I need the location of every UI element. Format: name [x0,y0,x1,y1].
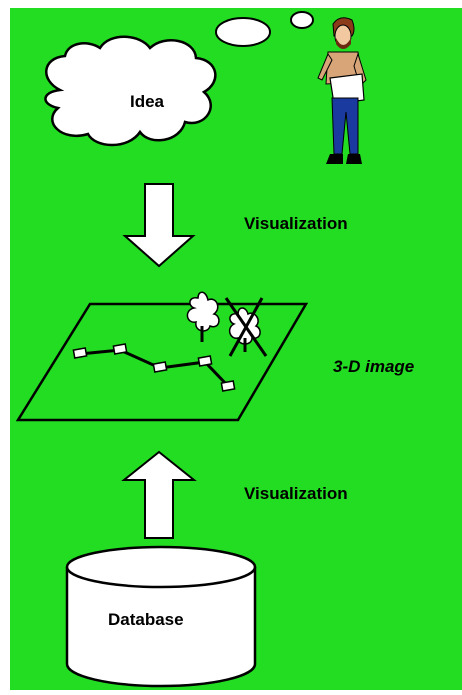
thought-bubbles [215,11,314,47]
database-label: Database [108,610,184,629]
visualization-bottom-label: Visualization [244,484,348,503]
tree-icon [186,291,220,342]
idea-label: Idea [130,92,165,111]
down-arrow-icon [122,183,196,268]
up-arrow-icon [121,450,197,539]
image-3d-label: 3-D image [333,357,415,376]
database-cylinder-icon [65,545,257,688]
thought-cloud-icon [44,35,217,147]
visualization-top-label: Visualization [244,214,348,233]
crossed-tree-icon [224,297,268,357]
person-icon [317,17,367,164]
